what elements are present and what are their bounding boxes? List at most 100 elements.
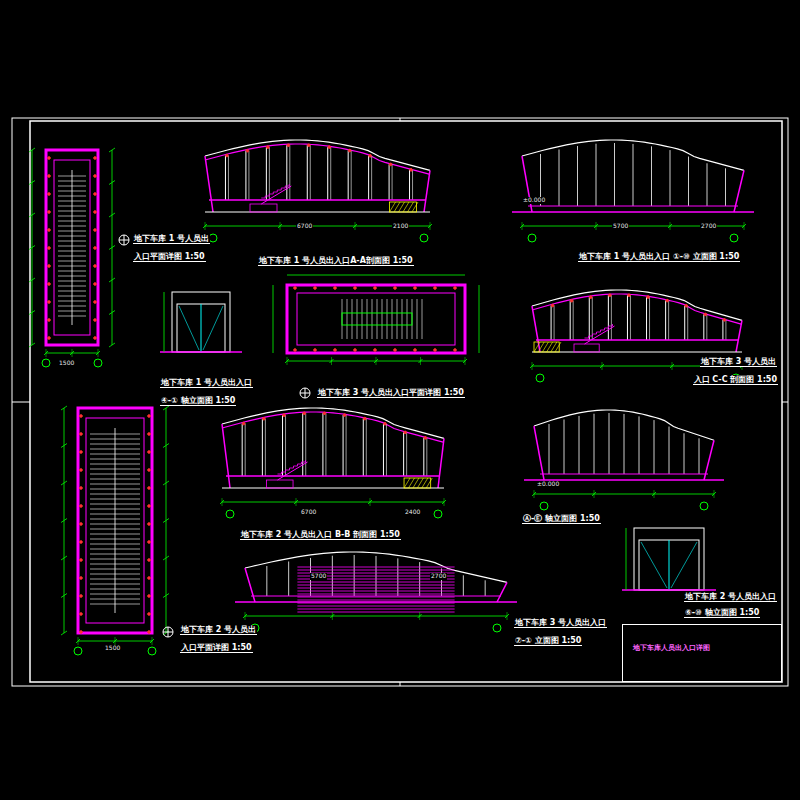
dimension-tick	[332, 612, 333, 620]
ground-line	[532, 352, 742, 353]
column-line	[245, 424, 246, 476]
cladding-line	[297, 582, 454, 583]
column-dot	[434, 287, 437, 290]
column-dot	[148, 451, 151, 454]
cladding-line	[297, 612, 454, 613]
column-dot	[80, 469, 83, 472]
dimension-tick	[163, 556, 169, 560]
dimension-tick	[109, 311, 115, 315]
column-line	[343, 415, 344, 476]
column-dot	[294, 349, 297, 352]
title-block: 地下车库人员出入口详图	[622, 624, 782, 682]
column-dot	[48, 319, 51, 322]
dimension-tick	[109, 246, 115, 250]
column-dot	[48, 283, 51, 286]
column-line	[286, 145, 287, 200]
column-line	[703, 314, 704, 340]
column-line	[346, 415, 347, 476]
drawing-title: 地下车库 3 号人员出入口	[514, 618, 607, 628]
stair-slope	[261, 186, 291, 204]
column-line	[363, 419, 364, 476]
dimension-tick	[594, 490, 595, 498]
column-dot	[80, 433, 83, 436]
dimension-tick	[29, 311, 35, 315]
axis-bubble	[148, 647, 156, 655]
column-dot	[80, 451, 83, 454]
column-dot	[48, 301, 51, 304]
roof-node	[609, 294, 612, 297]
beam-line	[226, 475, 440, 477]
stair-center	[115, 428, 116, 613]
column-dot	[48, 229, 51, 232]
dimension-tick	[376, 357, 377, 365]
column-dot	[148, 523, 151, 526]
cladding-line	[297, 606, 454, 607]
roof-node	[628, 294, 631, 297]
stair-tread	[372, 299, 373, 339]
dimension-tick	[109, 343, 115, 347]
drawing-title: 地下车库 1 号人员出入口 ①-⑩ 立面图 1:50	[578, 252, 740, 262]
roof-node	[404, 431, 407, 434]
dimension-tick	[109, 213, 115, 217]
column-line	[409, 170, 410, 200]
dimension-line	[287, 275, 465, 276]
door-swing	[203, 306, 223, 350]
hatch-line	[412, 202, 418, 212]
column-line	[242, 424, 243, 476]
roof-node	[389, 163, 392, 166]
dimension-line	[534, 494, 714, 495]
cladding-line	[297, 600, 454, 601]
roof-node	[246, 149, 249, 152]
column-line	[665, 301, 666, 340]
column-dot	[80, 631, 83, 634]
stair-tread	[402, 299, 403, 339]
column-dot	[394, 287, 397, 290]
mullion-line	[577, 146, 578, 206]
column-line	[392, 164, 393, 200]
stair-step	[290, 468, 294, 469]
dimension-tick	[444, 498, 445, 506]
axis-bubble	[536, 374, 544, 382]
dimension-tick	[98, 349, 99, 357]
dimension-tick	[152, 637, 153, 645]
side-wall	[424, 170, 430, 212]
column-dot	[148, 487, 151, 490]
column-dot	[354, 349, 357, 352]
dimension-text: 1500	[104, 645, 121, 652]
side-wall	[497, 582, 507, 602]
mullion-line	[670, 150, 671, 206]
roof-curve	[205, 144, 430, 174]
axis-bubble	[94, 359, 102, 367]
column-dot	[94, 247, 97, 250]
column-line	[310, 145, 311, 200]
stair-tread	[347, 299, 348, 339]
drawing-title: 入口平面详图 1:50	[133, 252, 206, 262]
center-tick	[782, 402, 788, 403]
roof-node	[666, 299, 669, 302]
ground-hatch	[534, 342, 559, 352]
roof-node	[242, 422, 245, 425]
beam-line	[536, 339, 738, 341]
stair-step	[593, 334, 597, 335]
drawing-title: ⑦-① 立面图 1:50	[514, 636, 582, 646]
roof-node	[551, 304, 554, 307]
column-dot	[48, 247, 51, 250]
dimension-tick	[61, 519, 67, 523]
door-swing	[671, 542, 697, 588]
dimension-line	[626, 528, 627, 590]
dimension-line	[164, 292, 165, 352]
axis-bubble	[209, 234, 217, 242]
outer-frame	[12, 118, 788, 686]
roof-node	[307, 144, 310, 147]
column-line	[706, 314, 707, 340]
column-dot	[80, 577, 83, 580]
column-dot	[148, 631, 151, 634]
dimension-text: 2400	[404, 509, 421, 516]
column-line	[265, 419, 266, 476]
stair-tread	[357, 299, 358, 339]
landing	[342, 313, 412, 325]
dimension-tick	[163, 444, 169, 448]
column-line	[368, 156, 369, 200]
column-dot	[414, 287, 417, 290]
column-dot	[94, 319, 97, 322]
